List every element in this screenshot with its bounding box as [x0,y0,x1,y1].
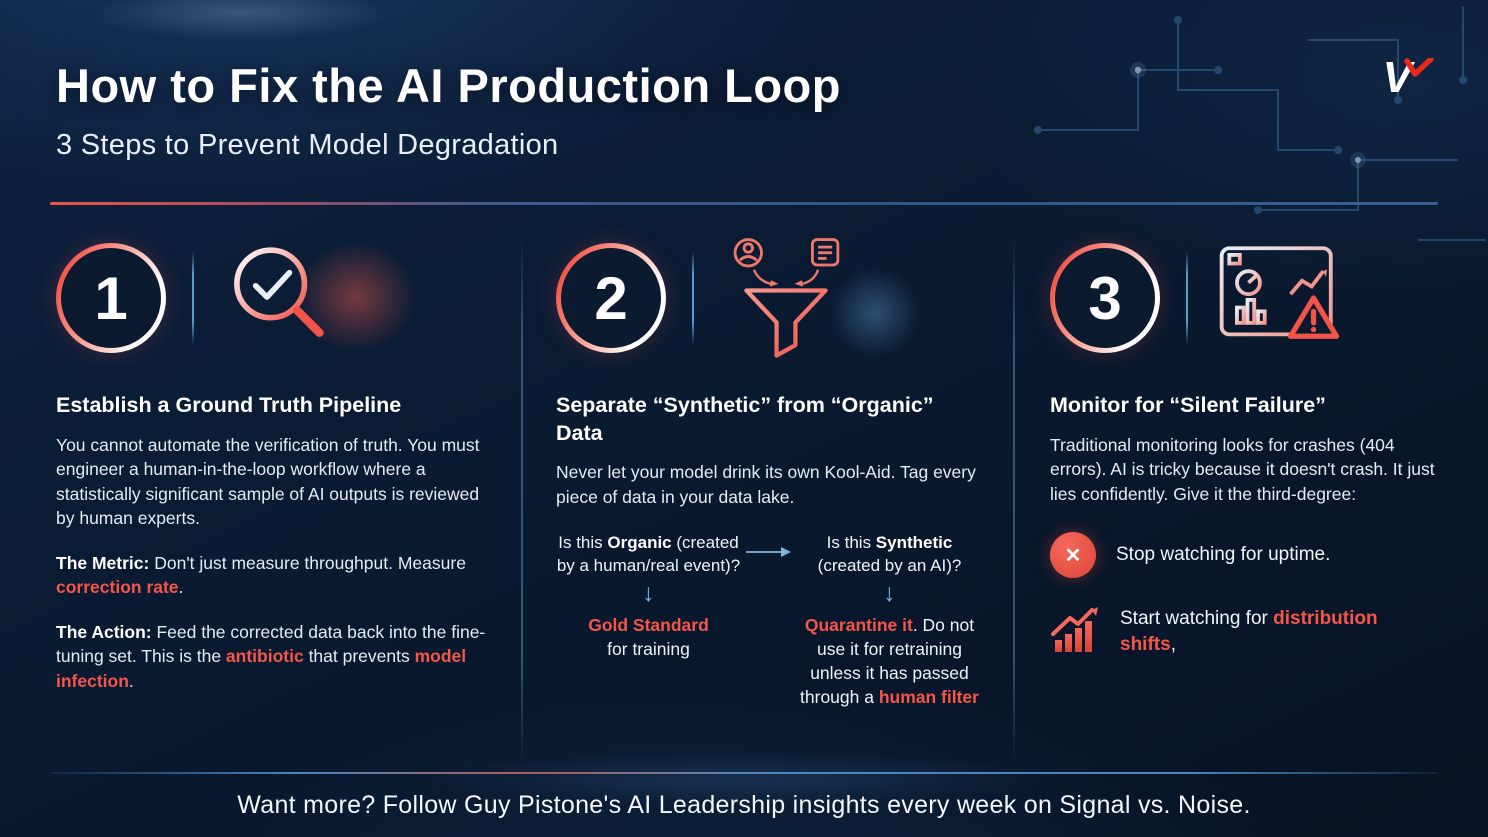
chart-up-icon [1050,604,1100,659]
human-filter-highlight: human filter [878,686,979,707]
down-arrow-icon: ↓ [642,579,655,608]
action-highlight-antibiotic: antibiotic [225,646,304,667]
action-label: The Action: [56,621,152,642]
funnel-filter-icon [720,232,852,364]
action-highlight-infection: model infection [56,646,467,691]
step-2-heading: Separate “Synthetic” from “Organic” Data [556,393,934,445]
step-1-heading: Establish a Ground Truth Pipeline [56,393,402,417]
step-divider [692,251,694,345]
step-1-number-badge: 1 [56,243,166,353]
step-2-separate-data: 2 [556,230,982,709]
synthetic-result: Quarantine it. Do not use it for retrain… [800,615,979,707]
gold-standard-highlight: Gold Standard [588,615,709,636]
step-1-ground-truth: 1 Establish a Ground Truth Pipeline You … [56,230,492,693]
step-1-metric: The Metric: Don't just measure throughpu… [56,552,466,598]
footer-cta: Want more? Follow Guy Pistone's AI Leade… [237,791,1251,819]
step-2-body: Never let your model drink its own Kool-… [556,462,976,507]
dashboard-alert-icon [1214,240,1348,356]
brand-check-icon [1404,58,1434,77]
lens-flare-decoration [90,0,390,40]
column-divider [1013,235,1015,763]
header-divider [50,202,1438,205]
step-1-header: 1 [56,230,492,366]
step-1-number: 1 [94,264,128,332]
step-3-body: Traditional monitoring looks for crashes… [1050,434,1435,504]
magnifier-check-icon [220,237,342,359]
stop-uptime-item: ✕ Stop watching for uptime. [1050,532,1442,579]
distribution-shifts-text: Start watching for distribution shifts, [1120,608,1378,655]
step-1-body: You cannot automate the verification of … [56,434,480,529]
step-2-number-badge: 2 [556,243,666,353]
step-2-number: 2 [594,264,628,332]
step-3-number-badge: 3 [1050,243,1160,353]
step-3-header: 3 [1050,230,1442,366]
step-3-heading: Monitor for “Silent Failure” [1050,393,1326,417]
synthetic-question: Is this Synthetic (created by an AI)? [817,533,962,576]
step-3-monitor: 3 [1050,230,1442,659]
data-flow-diagram: Is this Organic (created by a human/real… [556,531,982,709]
x-circle-icon: ✕ [1050,532,1096,579]
metric-highlight: correction rate [56,577,179,598]
step-divider [192,251,194,345]
distribution-shifts-item: Start watching for distribution shifts, [1050,604,1442,659]
step-3-number: 3 [1088,264,1122,332]
page-subtitle: 3 Steps to Prevent Model Degradation [56,129,559,161]
organic-question: Is this Organic (created by a human/real… [556,533,741,576]
step-2-header: 2 [556,230,982,366]
organic-result: Gold Standard for training [588,615,709,660]
page-title: How to Fix the AI Production Loop [56,59,841,112]
metric-label: The Metric: [56,552,150,573]
brand-logo: V [1383,56,1434,100]
header: How to Fix the AI Production Loop 3 Step… [56,58,841,162]
footer-divider [50,772,1438,774]
stop-uptime-text: Stop watching for uptime. [1116,544,1331,566]
step-1-action: The Action: Feed the corrected data back… [56,621,486,691]
down-arrow-icon: ↓ [883,579,896,608]
quarantine-highlight: Quarantine it [804,615,913,636]
right-arrow-icon [746,545,792,563]
step-divider [1186,251,1188,345]
distribution-shifts-highlight: distribution shifts [1120,608,1378,655]
column-divider [521,235,523,763]
